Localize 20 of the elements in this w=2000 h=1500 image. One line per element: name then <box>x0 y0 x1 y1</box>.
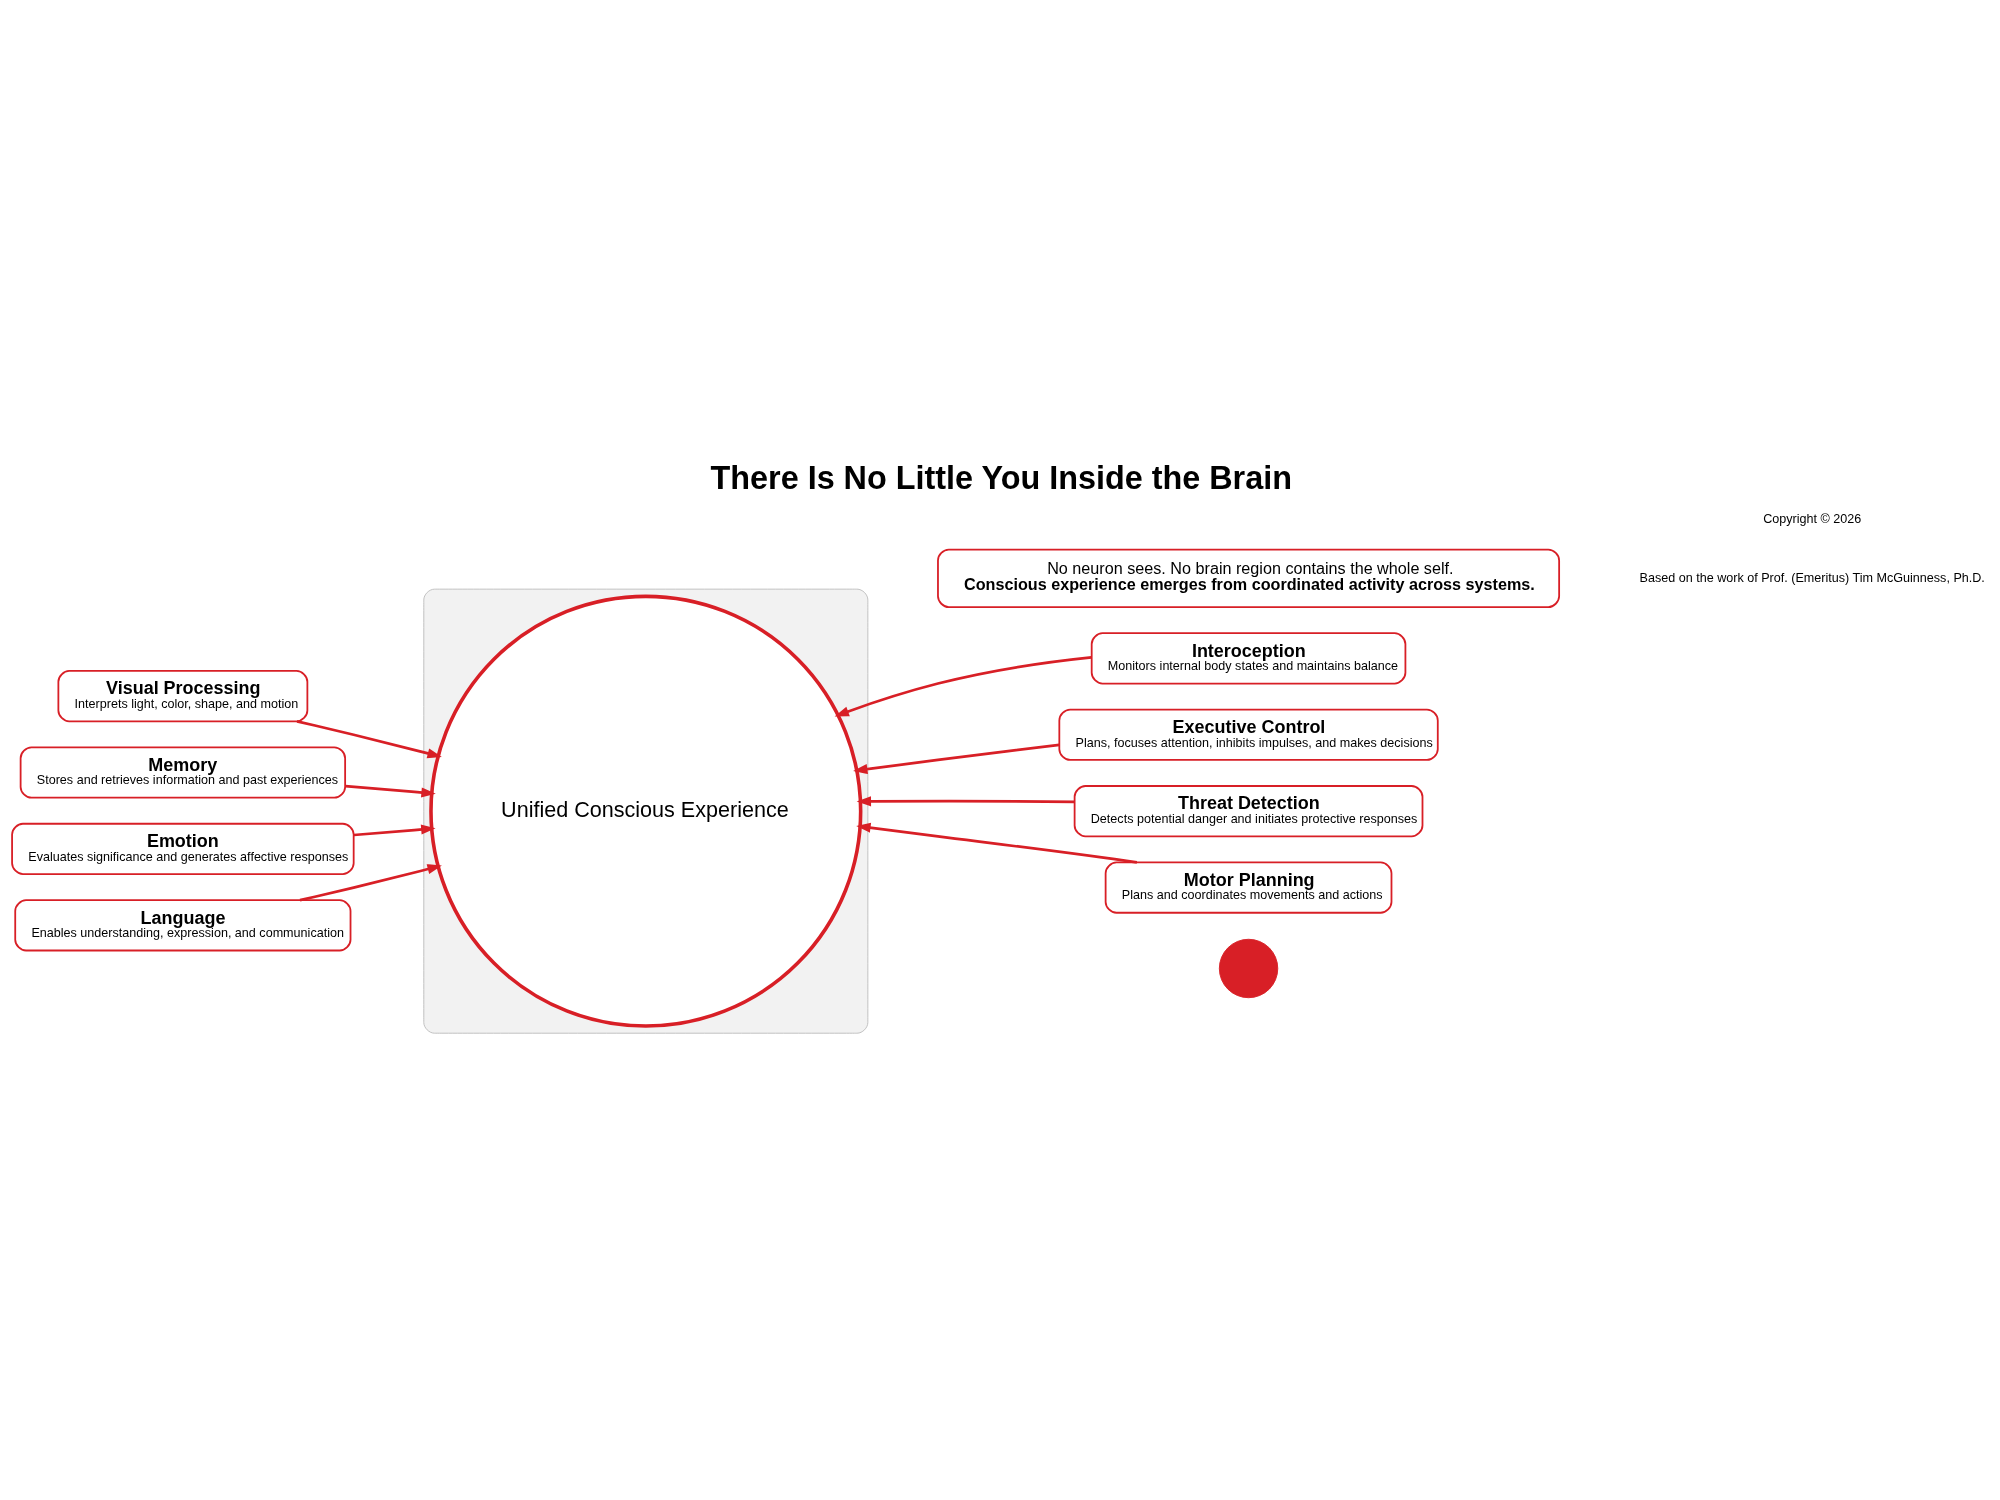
node-box: Motor Planning Plans and coordinates movements and actions <box>1104 861 1393 914</box>
node-box: Executive Control Plans, focuses attention, inhibits impulses, and makes decisions <box>1058 708 1439 761</box>
node-box: Memory Stores and retrieves information and past experiences <box>19 745 347 799</box>
arrow <box>856 795 1075 806</box>
arrow <box>345 784 436 797</box>
node-box: Emotion Evaluates significance and generates affective responses <box>11 822 355 875</box>
node-circle: Unified Conscious Experience <box>429 594 863 1028</box>
node-box: Language Enables understanding, expression, and communication <box>14 898 352 951</box>
node-circle <box>1218 938 1279 998</box>
arrow <box>296 719 442 758</box>
node-box: Visual Processing Interprets light, color, shape, and motion <box>57 669 309 722</box>
label: Based on the work of Prof. (Emeritus) Tim McGuinness, Ph.D. <box>1639 570 1985 585</box>
diagram-title: There Is No Little You Inside the Brain <box>710 459 1292 496</box>
node-box: No neuron sees. No brain region contains the whole self. Conscious experience emerges from coordinated activity across systems. <box>937 548 1561 608</box>
label: Copyright © 2026 <box>1763 511 1862 526</box>
arrow <box>853 743 1060 774</box>
arrow <box>834 655 1092 716</box>
node-box: Threat Detection Detects potential danger and initiates protective responses <box>1073 784 1424 837</box>
arrow <box>353 823 436 836</box>
node-box: Interoception Monitors internal body states and maintains balance <box>1090 631 1407 684</box>
